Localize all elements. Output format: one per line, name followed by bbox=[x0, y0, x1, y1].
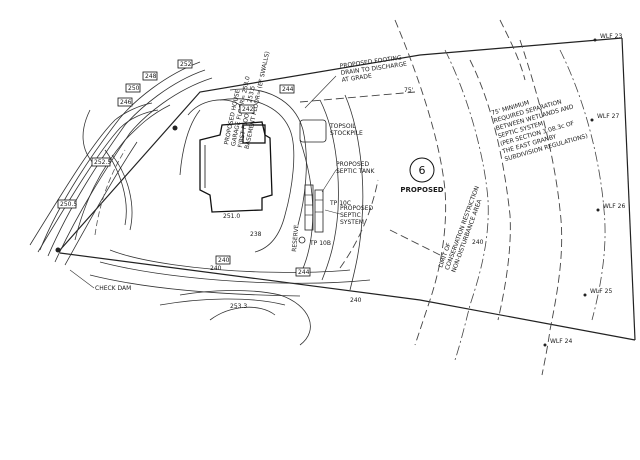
property-boundary bbox=[59, 37, 636, 341]
separation-note: 75' MINIMUM REQUIRED SEPARATION BETWEEN … bbox=[491, 98, 589, 163]
wlf-26: WLF 26 bbox=[603, 203, 625, 210]
check-dam-label: CHECK DAM bbox=[95, 285, 131, 292]
svg-text:244: 244 bbox=[282, 86, 294, 93]
tp10c-label: TP 10C bbox=[329, 200, 351, 207]
footing-drain-note: PROPOSED FOOTING DRAIN TO DISCHARGE AT G… bbox=[339, 54, 407, 84]
svg-text:250: 250 bbox=[128, 85, 140, 92]
leader-lines bbox=[69, 75, 341, 289]
tp10b-label: TP 10B bbox=[309, 240, 331, 247]
septic-tank-note: PROPOSED SEPTIC TANK bbox=[336, 161, 376, 175]
wlf-27: WLF 27 bbox=[597, 113, 619, 120]
wlf-24: WLF 24 bbox=[550, 338, 572, 345]
topsoil-note: TOPSOIL STOCKPILE bbox=[329, 123, 363, 137]
svg-text:252.5: 252.5 bbox=[94, 159, 111, 166]
house-note: PROPOSED HOUSE GARAGE FLOOR= 253.0 FIRST… bbox=[223, 51, 271, 150]
svg-text:SEPTIC TANK: SEPTIC TANK bbox=[336, 168, 376, 175]
svg-text:238: 238 bbox=[250, 231, 262, 238]
wlf-25: WLF 25 bbox=[590, 288, 612, 295]
septic-system-note: PROPOSED SEPTIC SYSTEM bbox=[340, 205, 373, 226]
reserve-label: RESERVE bbox=[291, 224, 300, 252]
svg-text:TOPSOIL: TOPSOIL bbox=[329, 123, 356, 130]
contour-lines bbox=[39, 61, 371, 346]
septic-structures bbox=[55, 119, 327, 253]
svg-text:SEPTIC: SEPTIC bbox=[340, 212, 361, 219]
svg-text:240: 240 bbox=[350, 297, 362, 304]
spot-elev-2533: 253.3 bbox=[230, 303, 247, 310]
wlf-23: WLF 23 bbox=[600, 33, 622, 40]
svg-text:PROPOSED: PROPOSED bbox=[336, 161, 369, 168]
svg-text:244: 244 bbox=[298, 269, 310, 276]
svg-text:252: 252 bbox=[180, 61, 192, 68]
lot-marker: 6 PROPOSED bbox=[400, 157, 444, 194]
svg-text:AT GRADE: AT GRADE bbox=[341, 73, 372, 84]
lot-status: PROPOSED bbox=[400, 186, 443, 194]
svg-text:STOCKPILE: STOCKPILE bbox=[330, 130, 363, 137]
driveway bbox=[29, 102, 159, 253]
wetland-flags: WLF 23 WLF 27 WLF 26 WLF 25 WLF 24 bbox=[543, 33, 625, 347]
lot-number: 6 bbox=[419, 164, 426, 177]
svg-text:246: 246 bbox=[120, 99, 132, 106]
conservation-note: LIMIT OF CONSERVATION RESTRICTION NON-DI… bbox=[437, 185, 483, 273]
svg-text:240: 240 bbox=[218, 257, 230, 264]
svg-text:SYSTEM: SYSTEM bbox=[340, 219, 364, 226]
wetland-lines bbox=[389, 19, 606, 376]
svg-text:250.5: 250.5 bbox=[60, 201, 77, 208]
spot-elev-251: 251.0 bbox=[223, 213, 240, 220]
svg-text:242: 242 bbox=[242, 106, 254, 113]
proposed-house bbox=[199, 121, 273, 213]
svg-text:PROPOSED: PROPOSED bbox=[340, 205, 373, 212]
svg-text:240: 240 bbox=[210, 265, 222, 272]
contour-labels: 252 248 250 246 244 242 240 252.5 250.5 … bbox=[57, 59, 484, 304]
svg-text:240: 240 bbox=[472, 239, 484, 246]
dim-75-label: 75' bbox=[404, 87, 414, 94]
separation-line bbox=[299, 91, 416, 269]
svg-text:248: 248 bbox=[145, 73, 157, 80]
